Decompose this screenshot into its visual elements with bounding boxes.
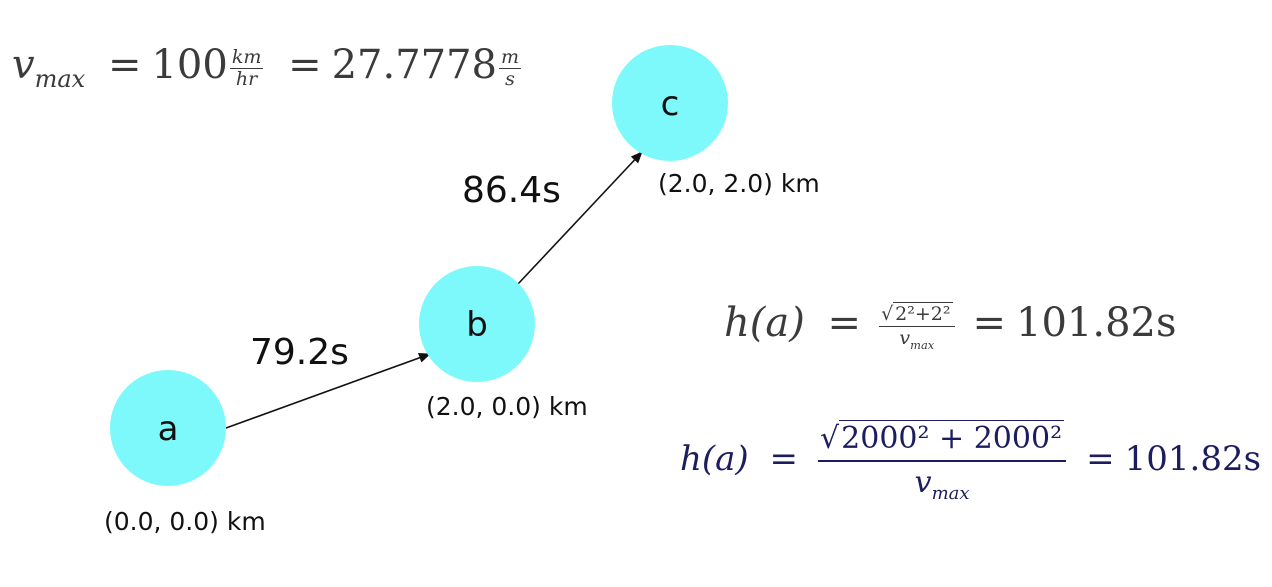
vmax-symbol: vmax <box>12 42 86 93</box>
vmax-value-kmh: 100 <box>151 42 228 88</box>
sqrt-icon: √2²+2² <box>881 301 953 325</box>
heuristic-lhs: h(a) <box>724 300 805 346</box>
equals-sign: = <box>107 42 142 88</box>
equals-sign: = <box>288 42 322 88</box>
node-c-coord: (2.0, 2.0) km <box>658 169 820 198</box>
heuristic-result: 101.82s <box>1016 300 1177 346</box>
node-b: b <box>419 266 535 382</box>
equals-sign: = <box>1086 439 1115 479</box>
sqrt-icon: √2000² + 2000² <box>820 420 1065 456</box>
heuristic-lhs: h(a) <box>680 439 749 479</box>
equals-sign: = <box>827 300 862 346</box>
edge-b-c-label: 86.4s <box>462 170 561 211</box>
edge-a-b <box>225 353 431 429</box>
node-a: a <box>110 370 226 486</box>
node-c-circle <box>612 45 728 161</box>
node-c-label: c <box>661 84 680 124</box>
equals-sign: = <box>769 439 799 479</box>
node-b-circle <box>419 266 535 382</box>
edge-a-b-label: 79.2s <box>250 332 349 373</box>
node-b-coord: (2.0, 0.0) km <box>426 392 588 421</box>
equals-sign: = <box>972 300 1007 346</box>
heuristic-result: 101.82s <box>1124 439 1262 479</box>
node-c: c <box>612 45 728 161</box>
node-a-coord: (0.0, 0.0) km <box>104 507 266 536</box>
node-a-circle <box>110 370 226 486</box>
node-b-label: b <box>466 305 488 345</box>
edge-b-c <box>517 151 643 285</box>
node-a-label: a <box>158 409 179 449</box>
vmax-value-ms: 27.7778 <box>331 42 497 88</box>
